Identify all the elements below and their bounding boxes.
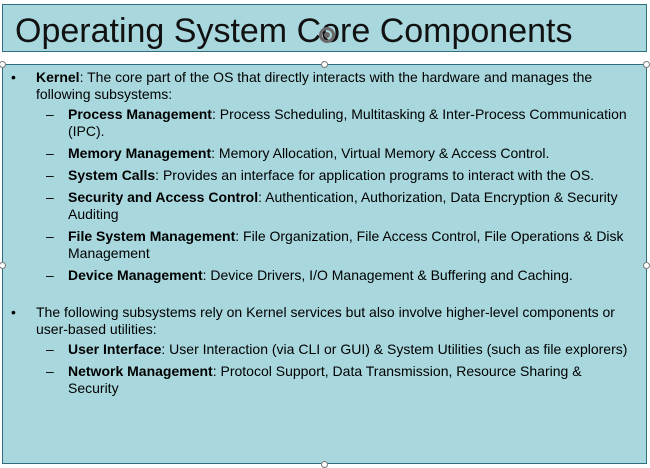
list-item: Memory Management: Memory Allocation, Vi… (36, 145, 643, 162)
item-term: Security and Access Control (68, 189, 259, 205)
item-desc: : Process Scheduling, Multitasking & Int… (68, 106, 627, 139)
resize-handle-top-left[interactable] (0, 61, 6, 68)
item-term: System Calls (68, 167, 156, 183)
item-term: Network Management (68, 363, 213, 379)
bullet-kernel: Kernel: The core part of the OS that dir… (3, 69, 643, 284)
resize-handle-bottom-middle[interactable] (321, 461, 328, 468)
list-item: File System Management: File Organizatio… (36, 228, 643, 262)
item-term: Device Management (68, 267, 203, 283)
resize-handle-top-right[interactable] (643, 61, 650, 68)
item-desc: : Device Drivers, I/O Management & Buffe… (202, 267, 573, 283)
item-desc: : Protocol Support, Data Transmission, R… (68, 363, 582, 396)
item-desc: : File Organization, File Access Control… (68, 228, 624, 261)
list-item: Device Management: Device Drivers, I/O M… (36, 267, 643, 284)
kernel-sublist: Process Management: Process Scheduling, … (36, 106, 643, 284)
list-item: Network Management: Protocol Support, Da… (36, 363, 643, 397)
item-desc: : User Interaction (via CLI or GUI) & Sy… (161, 341, 628, 357)
list-item: System Calls: Provides an interface for … (36, 167, 643, 184)
item-term: User Interface (68, 341, 162, 357)
bullet-list: Kernel: The core part of the OS that dir… (3, 69, 643, 402)
title-placeholder[interactable]: Operating System Core Components (2, 4, 647, 52)
kernel-desc: : The core part of the OS that directly … (36, 69, 593, 102)
item-term: File System Management (68, 228, 236, 244)
list-item: User Interface: User Interaction (via CL… (36, 341, 643, 358)
list-item: Process Management: Process Scheduling, … (36, 106, 643, 140)
item-term: Memory Management (68, 145, 212, 161)
resize-handle-middle-right[interactable] (643, 262, 650, 269)
others-sublist: User Interface: User Interaction (via CL… (36, 341, 643, 397)
item-desc: : Authentication, Authorization, Data En… (68, 189, 618, 222)
item-term: Process Management (68, 106, 212, 122)
resize-handle-middle-left[interactable] (0, 262, 6, 269)
content-placeholder[interactable]: Kernel: The core part of the OS that dir… (2, 64, 647, 464)
others-text: The following subsystems rely on Kernel … (36, 304, 615, 337)
slide-title: Operating System Core Components (15, 12, 573, 50)
resize-handle-top-middle[interactable] (321, 61, 328, 68)
kernel-term: Kernel (36, 69, 80, 85)
list-item: Security and Access Control: Authenticat… (36, 189, 643, 223)
item-desc: : Memory Allocation, Virtual Memory & Ac… (211, 145, 550, 161)
bullet-others: The following subsystems rely on Kernel … (3, 304, 643, 397)
rotate-handle-icon[interactable] (319, 27, 335, 43)
item-desc: : Provides an interface for application … (155, 167, 595, 183)
